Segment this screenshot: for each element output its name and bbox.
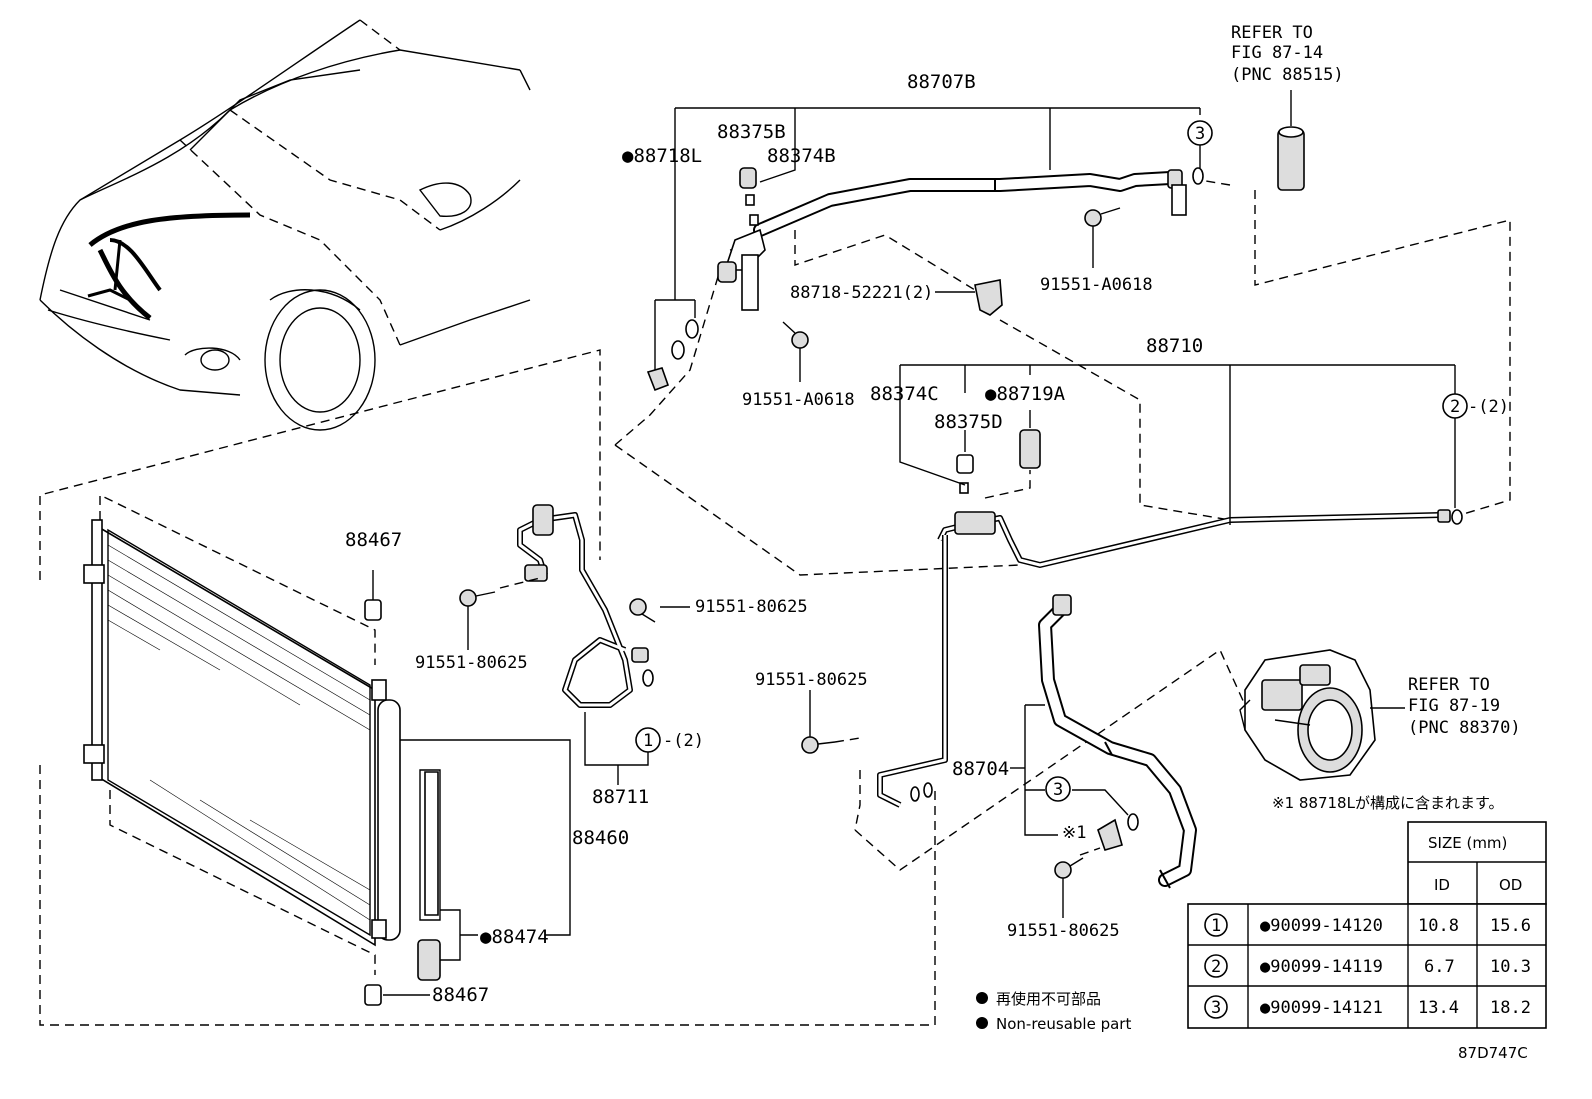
svg-text:REFER TO: REFER TO	[1231, 23, 1313, 43]
svg-text:●90099-14120: ●90099-14120	[1260, 916, 1383, 936]
legend: 再使用不可部品 Non-reusable part	[976, 990, 1131, 1033]
label-88375B: 88375B	[717, 121, 786, 143]
hose-88704	[1038, 594, 1197, 889]
label-88704: 88704	[952, 758, 1009, 780]
svg-text:再使用不可部品: 再使用不可部品	[996, 990, 1101, 1008]
label-91551-80625-a: 91551-80625	[415, 653, 528, 673]
label-88467-a: 88467	[345, 529, 402, 551]
ref-right: REFER TO FIG 87-19 (PNC 88370)	[1408, 675, 1521, 738]
svg-text:●90099-14121: ●90099-14121	[1260, 998, 1383, 1018]
svg-text:6.7: 6.7	[1424, 957, 1455, 977]
size-header: SIZE (mm)	[1428, 834, 1507, 852]
svg-text:FIG 87-19: FIG 87-19	[1408, 696, 1500, 716]
compressor	[1239, 649, 1376, 781]
label-91551-A0618-a: 91551-A0618	[1040, 275, 1153, 295]
svg-text:(PNC 88370): (PNC 88370)	[1408, 718, 1521, 738]
svg-text:(PNC 88515): (PNC 88515)	[1231, 65, 1344, 85]
label-88375D: 88375D	[934, 411, 1003, 433]
table-row: 1 ●90099-14120 10.8 15.6	[1204, 913, 1531, 937]
size-table: SIZE (mm) ID OD 1 ●90099-14120 10.8 15.6…	[1187, 821, 1547, 1029]
circle-ref-1: 1 -(2)	[635, 727, 704, 753]
label-88710: 88710	[1146, 335, 1203, 357]
car-sketch	[39, 19, 531, 431]
od-header: OD	[1499, 876, 1522, 894]
hose-88711	[517, 504, 654, 708]
svg-text:3: 3	[1211, 998, 1221, 1018]
circle-ref-3-top: 3	[1187, 120, 1213, 146]
non-reusable-dot-icon	[976, 1017, 988, 1029]
pipe-88707B	[717, 167, 1187, 311]
non-reusable-dot-icon	[976, 992, 988, 1004]
svg-text:3: 3	[1195, 124, 1205, 144]
svg-text:REFER TO: REFER TO	[1408, 675, 1490, 695]
bolt-icon	[459, 207, 1121, 879]
svg-text:1: 1	[1211, 916, 1221, 936]
table-row: 3 ●90099-14121 13.4 18.2	[1204, 995, 1531, 1019]
svg-text:●90099-14119: ●90099-14119	[1260, 957, 1383, 977]
frame-bottom	[39, 765, 936, 1026]
note-text: ※1 88718Lが構成に含まれます。	[1272, 794, 1503, 812]
frame-left	[39, 349, 601, 580]
svg-text:Non-reusable part: Non-reusable part	[996, 1015, 1131, 1033]
label-88460: 88460	[572, 827, 629, 849]
label-88474: ●88474	[480, 926, 549, 948]
svg-text:10.3: 10.3	[1490, 957, 1531, 977]
svg-text:13.4: 13.4	[1418, 998, 1459, 1018]
label-91551-80625-b: 91551-80625	[695, 597, 808, 617]
label-91551-80625-d: 91551-80625	[1007, 921, 1120, 941]
label-88467-b: 88467	[432, 984, 489, 1006]
label-91551-80625-c: 91551-80625	[755, 670, 868, 690]
svg-text:18.2: 18.2	[1490, 998, 1531, 1018]
svg-text:2: 2	[1211, 957, 1221, 977]
label-88707B: 88707B	[907, 71, 976, 93]
svg-text:15.6: 15.6	[1490, 916, 1531, 936]
note-ref-1: ※1	[1062, 823, 1086, 843]
circle-ref-3-bottom: 3	[1045, 776, 1071, 802]
svg-text:FIG 87-14: FIG 87-14	[1231, 43, 1323, 63]
pipe-88710	[877, 429, 1463, 808]
svg-text:3: 3	[1053, 780, 1063, 800]
svg-text:-(2): -(2)	[1468, 397, 1509, 417]
table-row: 2 ●90099-14119 6.7 10.3	[1204, 954, 1531, 978]
expansion-valve	[1277, 90, 1305, 191]
label-88719A: ●88719A	[985, 383, 1066, 405]
svg-text:1: 1	[643, 731, 653, 751]
ref-top: REFER TO FIG 87-14 (PNC 88515)	[1231, 23, 1344, 85]
svg-text:10.8: 10.8	[1418, 916, 1459, 936]
label-88718L: ●88718L	[622, 145, 702, 167]
label-88718-52221: 88718-52221(2)	[790, 283, 933, 303]
svg-text:-(2): -(2)	[663, 731, 704, 751]
svg-text:2: 2	[1450, 397, 1460, 417]
condenser-88460	[83, 519, 401, 947]
circle-ref-2: 2 -(2)	[1442, 393, 1509, 419]
label-88374C: 88374C	[870, 383, 939, 405]
label-91551-A0618-b: 91551-A0618	[742, 390, 855, 410]
id-header: ID	[1434, 876, 1450, 894]
diagram-id: 87D747C	[1458, 1044, 1528, 1062]
label-88711: 88711	[592, 786, 649, 808]
label-88374B: 88374B	[767, 145, 836, 167]
